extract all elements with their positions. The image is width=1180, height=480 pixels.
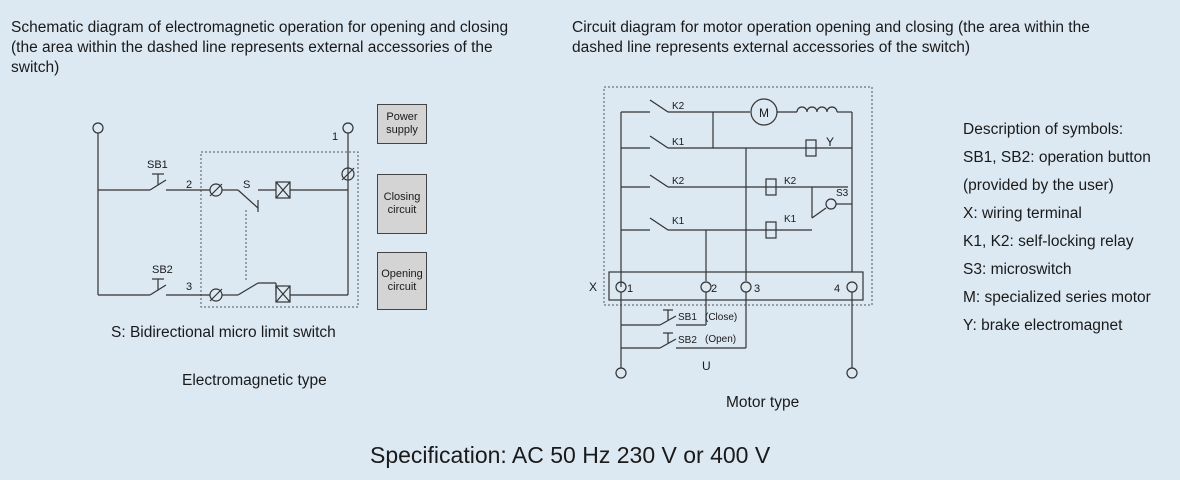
legend-item: (provided by the user) — [963, 177, 1114, 194]
electromagnetic-caption: Electromagnetic type — [182, 372, 327, 389]
label-k2-a: K2 — [672, 101, 685, 112]
label-m: M — [759, 106, 769, 120]
label-k1-a: K1 — [672, 137, 685, 148]
label-sb1: SB1 — [678, 312, 697, 323]
dashed-accessory-area-motor — [603, 86, 873, 306]
label-sb2: SB2 — [152, 264, 173, 276]
specification: Specification: AC 50 Hz 230 V or 400 V — [370, 442, 771, 468]
label-u: U — [702, 359, 711, 373]
label-sb1: SB1 — [147, 159, 168, 171]
series-winding — [796, 106, 838, 113]
legend-item: Description of symbols: — [963, 121, 1124, 138]
left-terminal — [92, 122, 104, 134]
label-k1-coil: K1 — [784, 214, 797, 225]
motor-caption: Motor type — [726, 394, 800, 411]
label-open: (Open) — [705, 334, 736, 345]
sb2-open-button — [659, 338, 677, 349]
limit-switch-s-top — [237, 189, 259, 209]
legend-item: Y: brake electromagnet — [963, 317, 1123, 334]
limit-switch-s-bottom — [237, 282, 259, 296]
symbol-legend: Description of symbols: SB1, SB2: operat… — [963, 116, 1151, 340]
label-y: Y — [826, 135, 834, 149]
terminal-x3 — [740, 281, 752, 293]
terminal-x2 — [700, 281, 712, 293]
legend-item: M: specialized series motor — [963, 289, 1151, 306]
label-node-2: 2 — [186, 179, 192, 191]
sb1-close-button — [659, 315, 677, 326]
legend-item: K1, K2: self-locking relay — [963, 233, 1134, 250]
label-t3: 3 — [754, 283, 760, 295]
label-sb2: SB2 — [678, 335, 697, 346]
supply-terminal-left — [615, 367, 627, 379]
brake-electromagnet-y — [805, 139, 817, 157]
label-t2: 2 — [711, 283, 717, 295]
label-t1: 1 — [627, 283, 633, 295]
terminal-x4 — [846, 281, 858, 293]
power-supply-box: Power supply — [377, 104, 427, 144]
label-k1-b: K1 — [672, 216, 685, 227]
closing-circuit-box: Closing circuit — [377, 174, 427, 234]
switch-note: S: Bidirectional micro limit switch — [111, 324, 336, 341]
label-x: X — [589, 280, 597, 294]
k1-coil — [765, 221, 777, 239]
dashed-accessory-area — [200, 151, 359, 308]
supply-terminal-right — [846, 367, 858, 379]
label-k2-coil: K2 — [784, 176, 797, 187]
opening-coil — [275, 285, 291, 303]
microswitch-s3 — [811, 207, 827, 219]
label-s: S — [243, 179, 250, 191]
terminal-1 — [342, 122, 354, 134]
k2-coil — [765, 178, 777, 196]
terminal-block-x — [608, 271, 864, 301]
legend-item: X: wiring terminal — [963, 205, 1082, 222]
motor-circuit: K2 K1 K2 K1 K2 K1 S3 M Y X 1 2 3 4 SB1 (… — [589, 86, 873, 379]
label-node-3: 3 — [186, 281, 192, 293]
label-k2-b: K2 — [672, 176, 685, 187]
electromagnetic-circuit: SB1 SB2 S 1 2 3 — [92, 122, 359, 308]
legend-item: SB1, SB2: operation button — [963, 149, 1151, 166]
label-node-1: 1 — [332, 131, 338, 143]
left-diagram-title: Schematic diagram of electromagnetic ope… — [11, 19, 509, 76]
opening-circuit-box: Opening circuit — [377, 252, 427, 310]
right-diagram-title: Circuit diagram for motor operation open… — [572, 19, 1090, 56]
label-t4: 4 — [834, 283, 840, 295]
label-s3: S3 — [836, 188, 849, 199]
legend-item: S3: microswitch — [963, 261, 1072, 278]
label-close: (Close) — [705, 312, 737, 323]
